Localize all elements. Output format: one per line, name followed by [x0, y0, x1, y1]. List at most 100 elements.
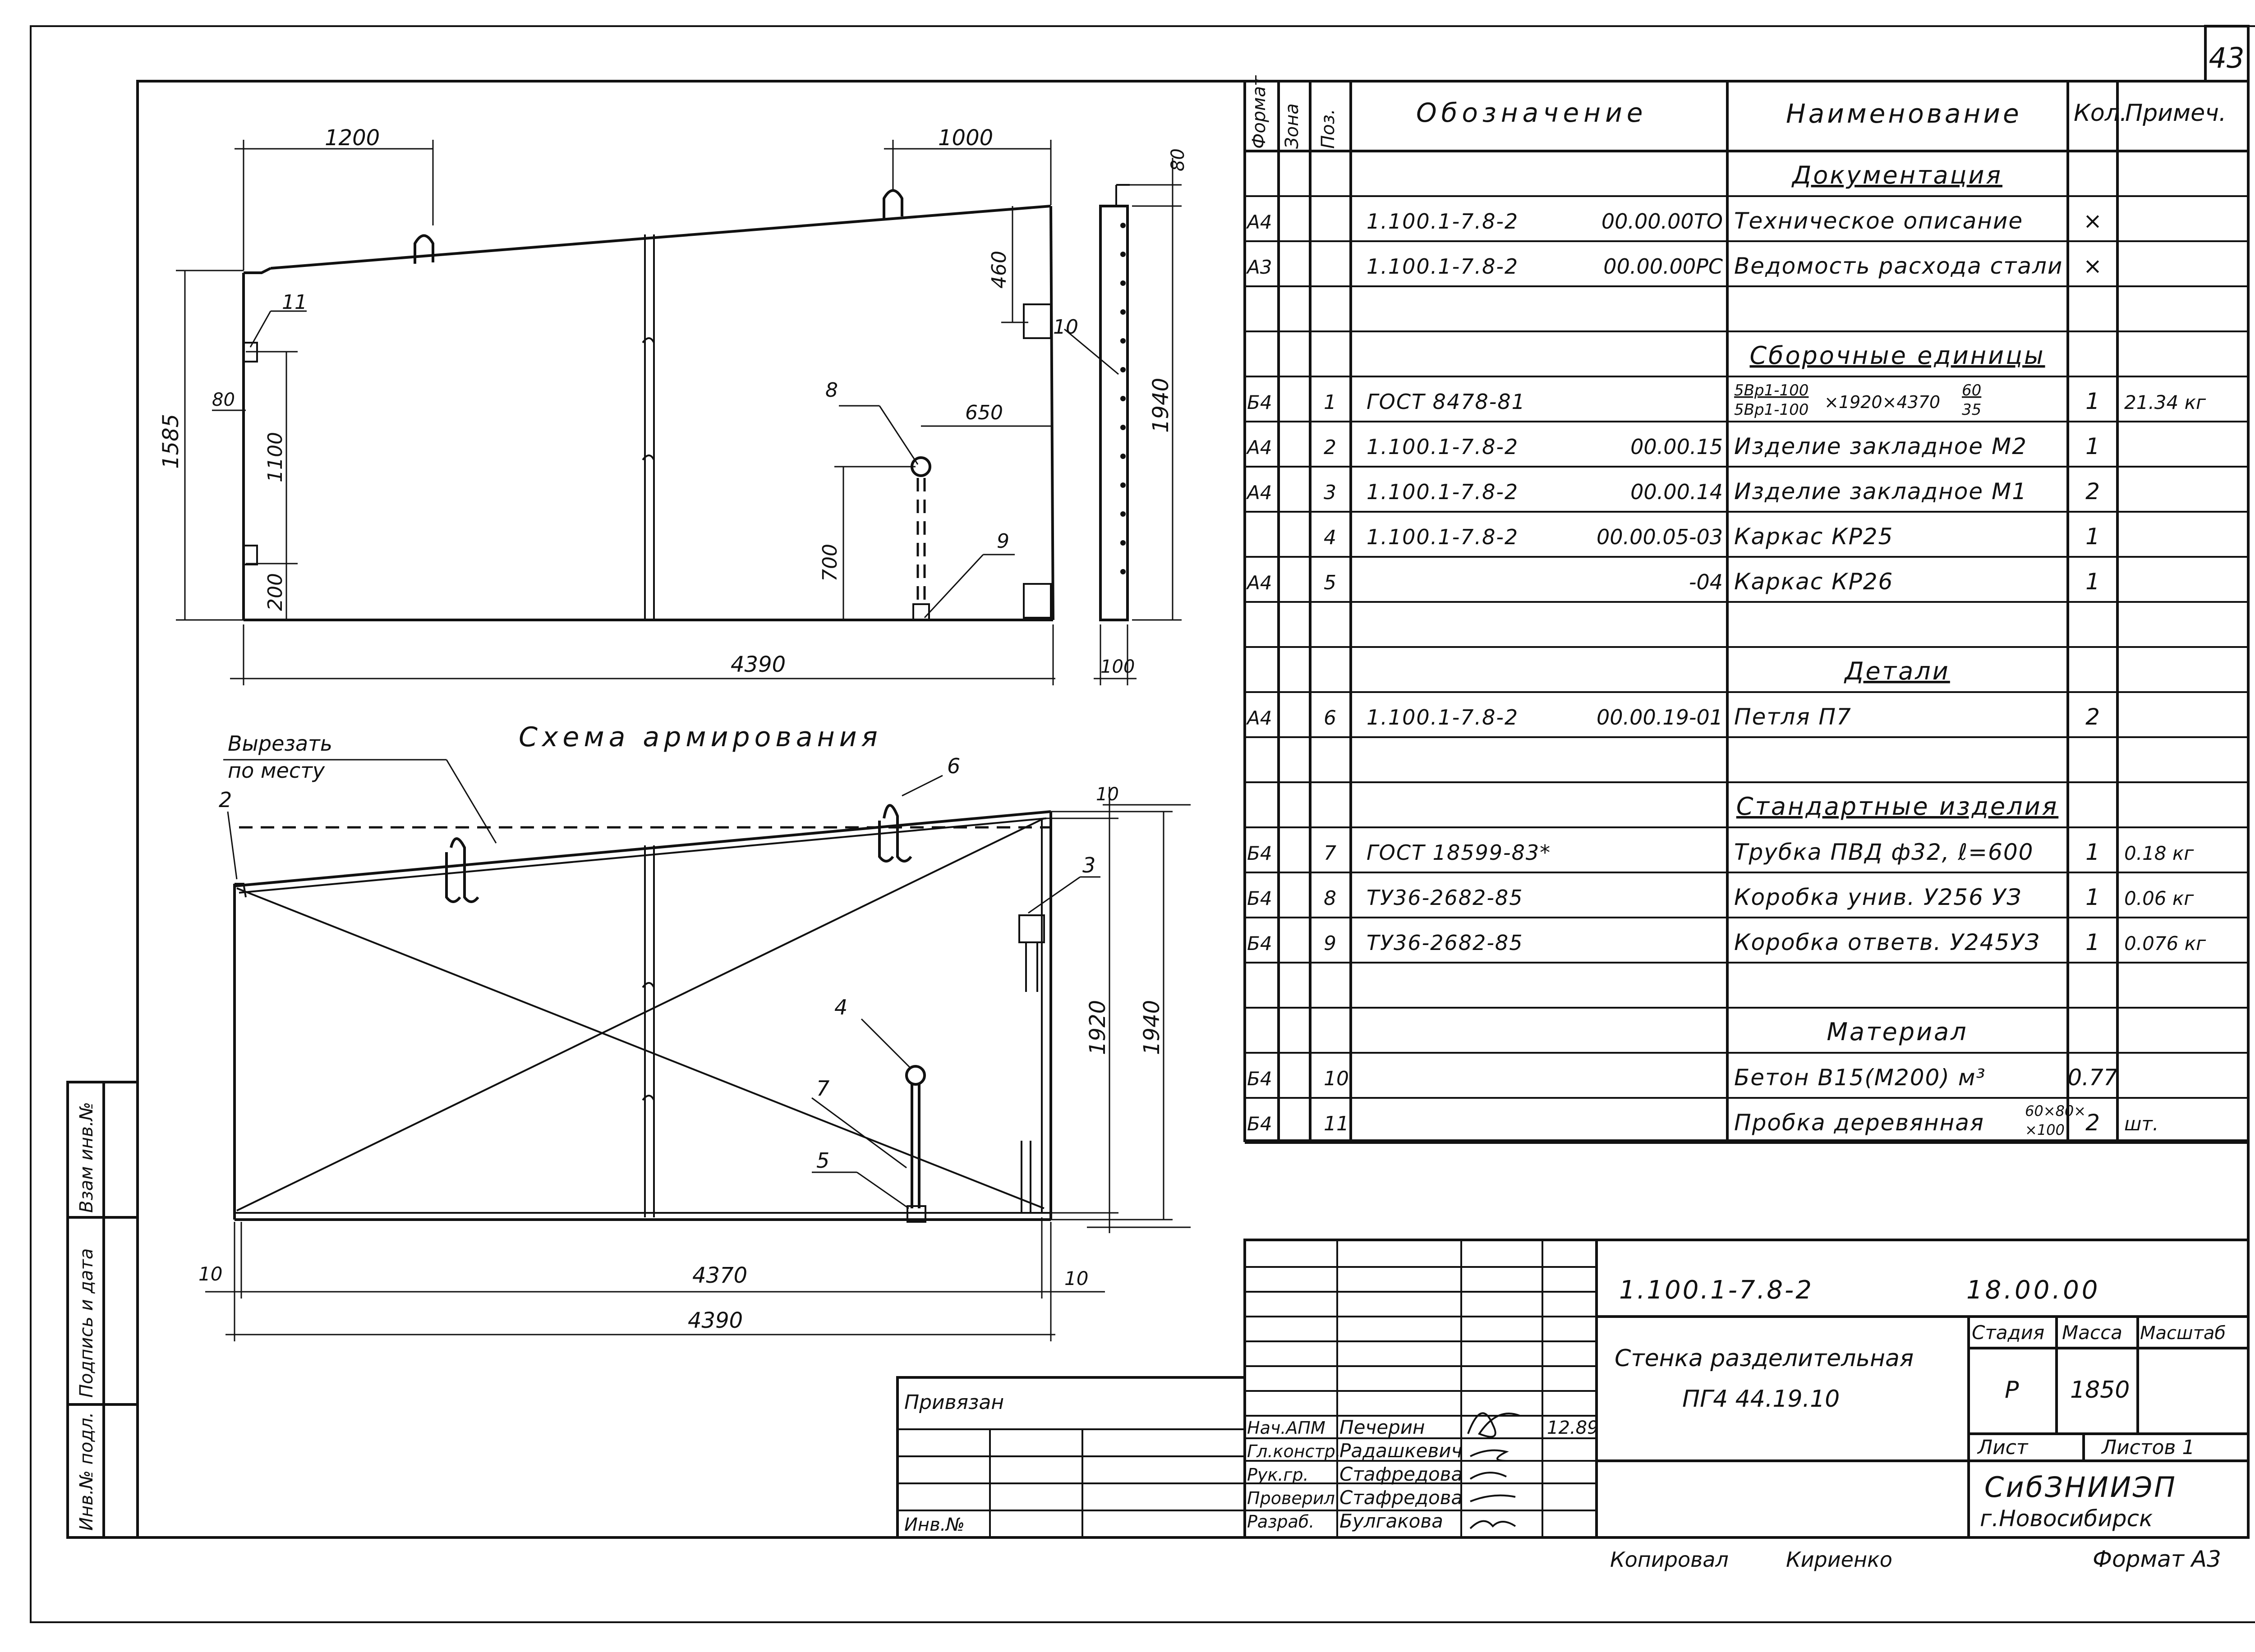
spec-format: А4 — [1246, 211, 1272, 233]
leader-9: 9 — [997, 530, 1009, 553]
rebar-dot — [1120, 223, 1126, 228]
spec-note: 21.34 кг — [2124, 391, 2206, 413]
dim-700: 700 — [819, 544, 842, 582]
leader-8: 8 — [825, 379, 838, 402]
spec-size-bottom: ×100 — [2025, 1121, 2065, 1138]
side-stamp: Инв.№ подл. Подпись и дата Взам инв.№ — [66, 1081, 139, 1539]
person-name: Радашкевич — [1339, 1440, 1462, 1462]
organization-name: СибЗНИИЭП — [1984, 1471, 2177, 1504]
dim-200: 200 — [264, 573, 287, 611]
stamp-sign-date: Подпись и дата — [76, 1248, 97, 1398]
spec-qty: × — [2083, 253, 2102, 279]
spec-number: 00.00.15 — [1630, 435, 1723, 459]
header-name: Наименование — [1786, 98, 2022, 129]
formwork-leaders — [249, 310, 1119, 619]
rebar-dot — [1120, 569, 1126, 574]
drawing-mark: ПГ4 44.19.10 — [1682, 1386, 1840, 1413]
spec-qty: 1 — [2085, 388, 2100, 414]
person-role: Проверил — [1247, 1488, 1335, 1508]
spec-section-title: Стандартные изделия — [1736, 792, 2059, 821]
spec-qty: 1 — [2085, 433, 2100, 459]
spec-code: ГОСТ 18599-83* — [1367, 840, 1551, 865]
embed-plate — [1018, 914, 1045, 943]
dim-10-left: 10 — [198, 1263, 222, 1285]
formula-frac-top: 60 — [1962, 381, 1981, 399]
spec-column-lines — [1277, 81, 2119, 1141]
spec-code: ТУ36-2682-85 — [1367, 886, 1523, 910]
spec-code: 1.100.1-7.8-2 — [1367, 254, 1519, 279]
spec-section-title: Детали — [1844, 657, 1950, 685]
drawing-number: 18.00.00 — [1966, 1276, 2100, 1305]
stamp-inv-podl: Инв.№ подл. — [76, 1412, 97, 1531]
header-zone: Зона — [1282, 103, 1302, 149]
spec-format: А4 — [1246, 482, 1272, 504]
formula-bottom: 5Вр1-100 — [1734, 401, 1809, 419]
rebar-dot — [1120, 280, 1126, 286]
header-note: Примеч. — [2125, 100, 2226, 127]
spec-name: Ведомость расхода стали — [1734, 253, 2063, 279]
header-designation: Обозначение — [1416, 97, 1647, 128]
person-name: Булгакова — [1339, 1510, 1443, 1532]
person-role: Разраб. — [1247, 1512, 1314, 1532]
spec-name: Техническое описание — [1734, 208, 2023, 234]
binding-label: Привязан — [904, 1391, 1004, 1414]
spec-format: Б4 — [1247, 887, 1272, 909]
person-name: Стафредова — [1339, 1463, 1463, 1485]
spec-note: 0.06 кг — [2124, 887, 2194, 909]
spec-name: Петля П7 — [1734, 704, 1852, 730]
spec-number: 00.00.00РС — [1603, 254, 1723, 279]
header-pos: Поз. — [1318, 109, 1339, 149]
branch-box — [912, 603, 930, 621]
branch-box — [907, 1205, 926, 1223]
spec-pos: 7 — [1324, 842, 1336, 865]
spec-code: 1.100.1-7.8-2 — [1367, 705, 1519, 730]
copier-name: Кириенко — [1786, 1547, 1892, 1572]
formwork-view: 1200 1000 80 1585 80 1100 200 460 650 70… — [158, 125, 1188, 685]
spec-code: ГОСТ 8478-81 — [1367, 390, 1526, 414]
dim-100: 100 — [1100, 656, 1135, 677]
spec-code: ТУ36-2682-85 — [1367, 931, 1523, 955]
title-block: 1.100.1-7.8-2 18.00.00 Стенка разделител… — [1243, 1239, 2250, 1539]
copied-label: Копировал — [1610, 1547, 1729, 1572]
rebar-dot — [1120, 367, 1126, 372]
header-qty: Кол. — [2074, 100, 2127, 127]
spec-qty: 1 — [2085, 523, 2100, 550]
reinforcement-view: 2 6 3 4 7 5 10 1920 1940 10 — [198, 754, 1191, 1341]
spec-number: -04 — [1689, 570, 1723, 594]
mass-value: 1850 — [2070, 1377, 2130, 1404]
spec-code: 1.100.1-7.8-2 — [1367, 209, 1519, 234]
spec-format: Б4 — [1247, 391, 1272, 413]
dim-1100: 1100 — [264, 432, 287, 482]
sheet-number: 43 — [2209, 41, 2245, 74]
spec-code: 1.100.1-7.8-2 — [1367, 525, 1519, 549]
spec-qty: 2 — [2085, 1110, 2100, 1136]
spec-section-title: Документация — [1791, 161, 2002, 189]
formula-top: 5Вр1-100 — [1734, 381, 1809, 399]
side-section-rebar — [1120, 223, 1126, 574]
sheets-label: Листов 1 — [2101, 1436, 2195, 1459]
cut-note-line1: Вырезать — [228, 731, 332, 756]
rebar-dot — [1120, 540, 1126, 546]
spec-note: 0.076 кг — [2124, 932, 2206, 954]
spec-pos: 10 — [1324, 1067, 1349, 1090]
spec-name: Бетон В15(М200) м³ — [1734, 1065, 1986, 1091]
spec-qty: 0.77 — [2067, 1065, 2118, 1091]
spec-pos: 5 — [1324, 571, 1336, 594]
person-name: Печерин — [1339, 1416, 1425, 1438]
header-format: Формат — [1249, 75, 1270, 149]
stage-label: Стадия — [1972, 1322, 2044, 1344]
spec-section-title: Материал — [1827, 1018, 1968, 1046]
spec-qty: 1 — [2085, 569, 2100, 595]
leader-11: 11 — [282, 291, 307, 314]
rebar-dot — [1120, 396, 1126, 401]
spec-pos: 11 — [1324, 1112, 1349, 1135]
spec-format: А4 — [1246, 436, 1272, 459]
cut-note-line2: по месту — [228, 758, 325, 783]
dim-4370: 4370 — [692, 1263, 747, 1288]
spec-number: 00.00.19-01 — [1597, 705, 1723, 730]
dim-80: 80 — [212, 390, 235, 410]
leader-6: 6 — [947, 754, 960, 778]
spec-note: 0.18 кг — [2124, 842, 2194, 864]
